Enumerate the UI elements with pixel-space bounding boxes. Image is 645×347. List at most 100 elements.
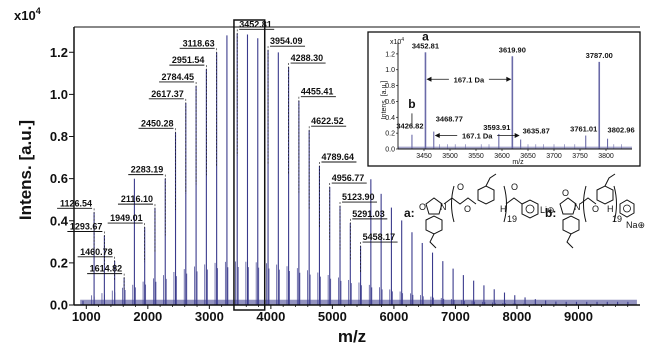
structure-b-nh: H: [607, 204, 614, 214]
inset-peak-label: 3761.01: [570, 125, 597, 134]
structure-a-label: a:: [404, 206, 415, 220]
structure-a-chain-o2: O: [464, 204, 471, 214]
main-peak-label: 2784.45: [162, 72, 195, 82]
inset-x-tick-label: 3450: [416, 153, 432, 160]
main-peak-label: 4956.77: [332, 173, 365, 183]
structure-a-nh: H: [500, 204, 507, 214]
inset-x-tick-label: 3750: [572, 153, 588, 160]
highlight-box: [233, 19, 266, 311]
structure-b-repeat-ring: [596, 185, 614, 205]
structure-a-ring-n: N: [440, 202, 447, 212]
inset-y-axis-title: Intens. [a.u.]: [381, 81, 388, 120]
inset-da-label-bg: [448, 74, 489, 85]
inset-peak-label: 3802.96: [608, 126, 635, 135]
inset-y-tick-label: 0.2: [385, 131, 395, 138]
main-peak-label: 3118.63: [183, 38, 215, 48]
main-peak-label: 4455.41: [301, 87, 334, 97]
structure-a-repeat-bracket-left: [451, 185, 455, 223]
inset-y-multiplier-exp: 4: [401, 37, 404, 43]
structure-a-vinyl: [429, 233, 437, 249]
structure-a-chain-o1: O: [457, 182, 464, 192]
main-peak-label: 2116.10: [121, 194, 153, 204]
main-peak-label: 1460.78: [80, 247, 113, 257]
structure-b-benzene: [619, 199, 635, 218]
inset-da-label: 167.1 Da: [462, 132, 493, 141]
main-x-tick-label: 2000: [133, 309, 162, 324]
inset-x-tick-label: 3600: [494, 153, 510, 160]
main-peak-label: 2617.37: [151, 89, 184, 99]
structure-a-repeat-ring: [477, 185, 495, 205]
main-peak-label: 1126.54: [60, 198, 92, 208]
inset-x-tick-label: 3550: [468, 153, 484, 160]
inset-x-tick-label: 3500: [442, 153, 458, 160]
structure-b-vinyl: [566, 233, 574, 249]
inset-x-tick-label: 3700: [546, 153, 562, 160]
main-x-tick-label: 1000: [72, 309, 101, 324]
inset-da-arrowhead-right: [514, 133, 520, 139]
main-peak-label: 2951.54: [172, 55, 205, 65]
inset-peak-label: 3635.87: [523, 126, 550, 135]
main-peak-label: 5123.90: [342, 192, 375, 202]
inset-y-multiplier-base: x10: [390, 39, 401, 46]
inset-x-tick-label: 3650: [520, 153, 536, 160]
main-peak-label: 1614.82: [90, 264, 123, 274]
x-axis-title: m/z: [338, 327, 366, 346]
structure-a-repeat-vinyl: [485, 173, 497, 187]
y-multiplier-exp: 4: [36, 6, 41, 16]
structure-a-cation-symbol: Li: [540, 205, 547, 215]
inset-y-tick-label: 0.8: [385, 83, 395, 90]
main-y-tick-label: 0.6: [50, 171, 68, 186]
inset-spectrum-series: [398, 52, 632, 149]
main-peak-label: 1949.01: [110, 213, 143, 223]
main-x-tick-label: 5000: [318, 309, 347, 324]
inset-peak-labels: 3426.823452.813468.773593.913619.903635.…: [396, 29, 635, 141]
structure-b-chain-o: O: [592, 204, 599, 214]
inset-frame: [367, 31, 641, 167]
main-peak-label: 4789.64: [321, 152, 354, 162]
inset-y-tick-label: 0.6: [385, 99, 395, 106]
inset-peak-label: 3426.82: [396, 122, 423, 131]
structure-b-ring-o: O: [562, 188, 569, 198]
structure-a-cation: Li⊕: [540, 205, 555, 215]
structure-b-label: b:: [545, 206, 556, 220]
inset-baseline: [398, 146, 632, 149]
structure-a-amide-o: O: [511, 182, 518, 192]
structure-b-oxazolidinone-ring: [559, 197, 577, 215]
structure-b-repeat-bracket-right: [613, 185, 617, 223]
main-x-tick-label: 3000: [195, 309, 224, 324]
structure-a-benzene-inner: [525, 204, 535, 214]
main-peak-labels: 1126.541293.671460.781614.821949.012116.…: [57, 19, 398, 290]
y-multiplier-base: x10: [14, 8, 36, 23]
main-x-tick-label: 6000: [379, 309, 408, 324]
main-y-tick-label: 0.4: [50, 213, 69, 228]
main-x-tick-label: 4000: [256, 309, 285, 324]
structure-b-ring-n: N: [574, 202, 581, 212]
main-y-tick-label: 0.8: [50, 129, 68, 144]
main-x-tick-label: 9000: [564, 309, 593, 324]
main-y-tick-label: 1.2: [50, 45, 68, 60]
main-peak-label: 5458.17: [363, 232, 396, 242]
main-peak-label: 3954.09: [270, 36, 303, 46]
inset-peak-label: 3619.90: [499, 45, 526, 54]
structure-a-amide: [505, 197, 523, 205]
main-y-tick-label: 0.2: [50, 255, 68, 270]
inset-y-tick-label: 1.2: [385, 51, 395, 58]
inset-y-tick-label: 1.0: [385, 67, 395, 74]
y-multiplier: x104: [14, 6, 41, 23]
inset-da-label: 167.1 Da: [454, 75, 485, 84]
structure-b: b: O N O H 19 Na⊕: [545, 173, 645, 249]
inset-da-arrowhead-left: [434, 133, 440, 139]
inset-peak-label: 3468.77: [436, 115, 463, 124]
main-spectrum-baseline: [80, 299, 637, 305]
inset-peak-label: 3452.81: [412, 41, 439, 50]
structure-b-chain: [579, 197, 597, 205]
structure-b-repeat-bracket-left: [583, 185, 587, 223]
main-y-tick-label: 1.0: [50, 87, 68, 102]
structure-b-cyclohexyl-ring: [562, 215, 580, 235]
inset-y-tick-label: 0.4: [385, 115, 395, 122]
structure-b-repeat-vinyl: [604, 173, 616, 187]
inset-da-arrowhead-left: [426, 76, 432, 82]
